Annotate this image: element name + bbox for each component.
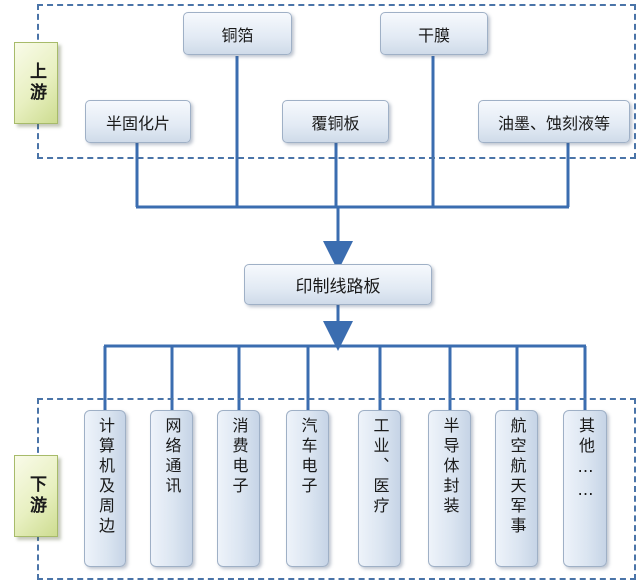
material-prepreg: 半固化片	[85, 100, 191, 143]
app-computers: 计算机及周边	[84, 410, 126, 567]
app-network-comm: 网络通讯	[150, 410, 193, 567]
app-aerospace-military: 航空航天军事	[495, 410, 538, 567]
material-ccl: 覆铜板	[282, 100, 389, 143]
material-ink-etchant: 油墨、蚀刻液等	[478, 100, 630, 143]
app-consumer-electronics: 消费电子	[217, 410, 260, 567]
app-industrial-medical: 工业、医疗	[358, 410, 401, 567]
app-semiconductor-packaging: 半导体封装	[428, 410, 471, 567]
material-copper-foil: 铜箔	[183, 12, 292, 55]
downstream-tag: 下游	[14, 455, 58, 537]
downstream-region	[37, 398, 636, 580]
app-others: 其他……	[563, 410, 607, 567]
app-automotive: 汽车电子	[286, 410, 329, 567]
upstream-tag: 上游	[14, 42, 58, 124]
center-pcb: 印制线路板	[244, 264, 432, 305]
material-dry-film: 干膜	[380, 12, 488, 55]
